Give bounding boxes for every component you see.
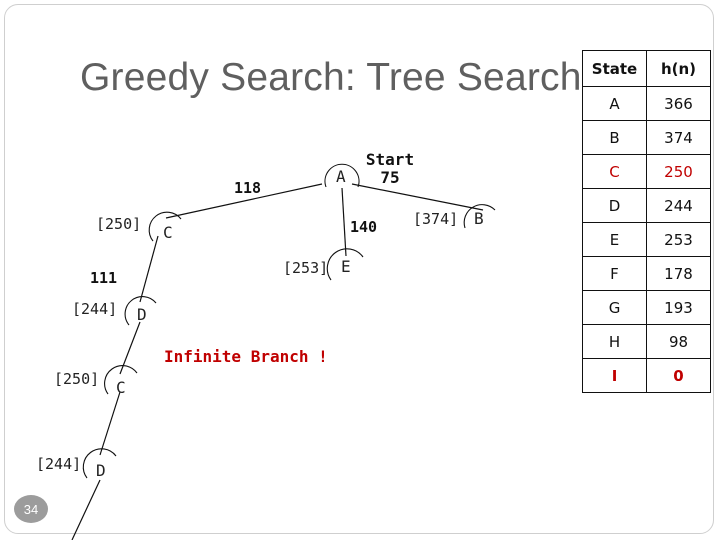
table-cell-h: 244 (646, 188, 711, 223)
table-header-h: h(n) (646, 50, 711, 87)
edge-a-e (341, 187, 347, 257)
node-c-circle (148, 211, 182, 242)
table-cell-state: D (582, 188, 647, 223)
table-header-row: State h(n) (582, 50, 711, 87)
infinite-branch-note: Infinite Branch ! (164, 347, 328, 366)
slide-frame (4, 4, 714, 534)
edge-a-b (351, 183, 484, 211)
node-e-heuristic: [253] (283, 259, 329, 277)
node-a-label: A (336, 167, 346, 186)
table-cell-h: 98 (646, 324, 711, 359)
node-b-circle (463, 204, 496, 229)
edge-cost-a-c: 118 (234, 179, 262, 197)
table-cell-state: E (582, 222, 647, 257)
table-cell-state: C (582, 154, 647, 189)
node-c2-label: C (116, 378, 126, 397)
node-d-heuristic: [244] (72, 300, 118, 318)
node-a-circle (324, 163, 360, 188)
node-e-label: E (341, 257, 351, 276)
node-b-heuristic: [374] (413, 210, 459, 228)
table-cell-state: H (582, 324, 647, 359)
node-b-label: B (474, 209, 484, 228)
table-cell-h: 366 (646, 86, 711, 121)
table-cell-state: B (582, 120, 647, 155)
table-cell-h: 0 (646, 358, 711, 393)
table-cell-h: 193 (646, 290, 711, 325)
node-c2-circle (104, 365, 138, 395)
node-c-heuristic: [250] (96, 215, 142, 233)
edge-d-c (119, 321, 141, 375)
edge-a-c (165, 183, 323, 219)
node-d-circle (124, 296, 157, 326)
slide-title: Greedy Search: Tree Search (80, 56, 582, 99)
table-cell-state: I (582, 358, 647, 393)
edge-c-d (139, 235, 159, 303)
edge-cost-c-d: 111 (90, 269, 118, 287)
table-cell-h: 178 (646, 256, 711, 291)
page-number-badge: 34 (14, 495, 48, 523)
node-c-label: C (163, 223, 173, 242)
table-cell-state: A (582, 86, 647, 121)
edge-cost-a-e: 140 (350, 218, 378, 236)
node-d2-circle (82, 448, 117, 479)
edge-d-continues (71, 479, 101, 540)
node-d2-label: D (96, 461, 106, 480)
edge-c-d-2 (99, 391, 121, 456)
table-cell-h: 250 (646, 154, 711, 189)
table-cell-h: 374 (646, 120, 711, 155)
table-cell-state: G (582, 290, 647, 325)
node-d-label: D (137, 305, 147, 324)
node-c2-heuristic: [250] (54, 370, 100, 388)
node-e-circle (326, 248, 364, 281)
table-cell-state: F (582, 256, 647, 291)
table-cell-h: 253 (646, 222, 711, 257)
node-d2-heuristic: [244] (36, 455, 82, 473)
table-header-state: State (582, 50, 647, 87)
start-label: Start 75 (365, 150, 415, 187)
